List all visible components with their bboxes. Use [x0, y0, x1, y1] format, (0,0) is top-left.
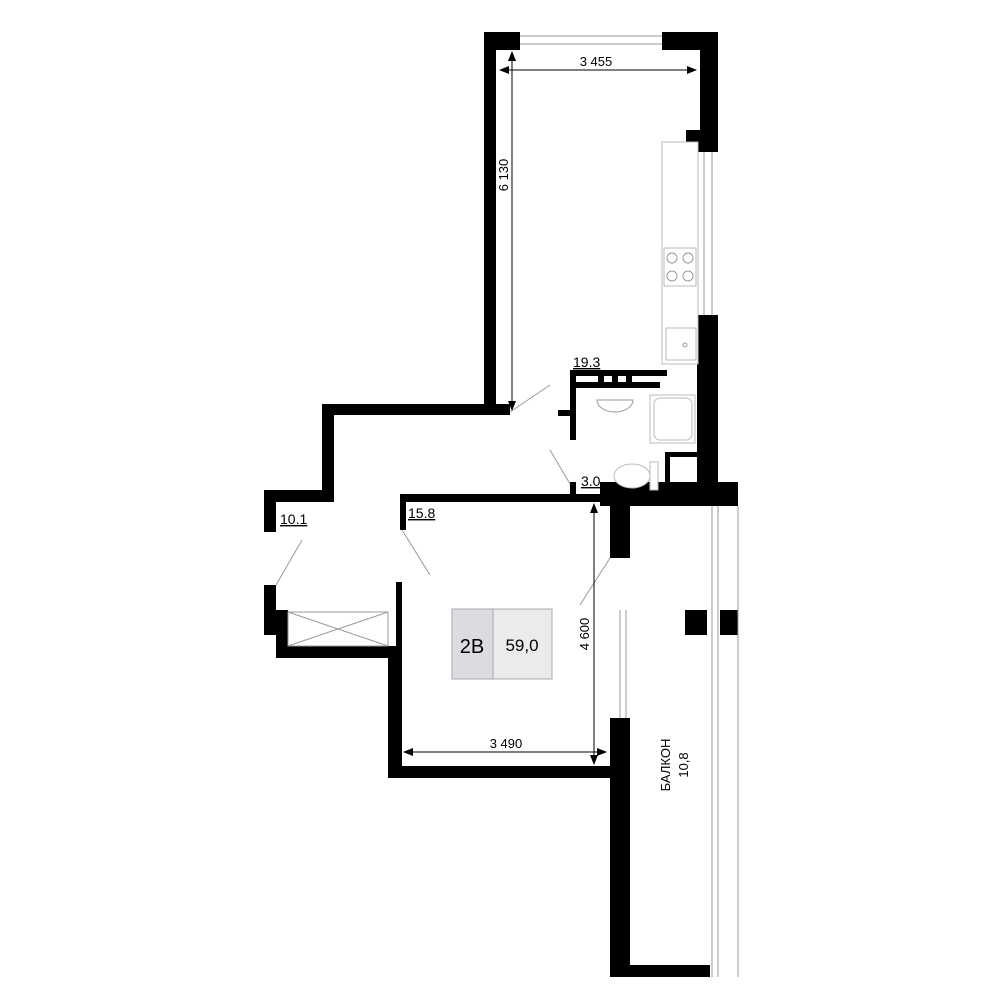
- dim-kitchen-length: 6 130: [496, 159, 511, 192]
- area-bathroom: 3.0: [581, 473, 601, 489]
- storage-closet: [287, 611, 389, 647]
- apartment-badge: 2B 59,0: [451, 608, 553, 680]
- dim-bedroom-width: 3 490: [490, 736, 523, 751]
- dim-kitchen-width: 3 455: [580, 54, 613, 69]
- bathroom-fixtures: [596, 394, 696, 491]
- apartment-total-area: 59,0: [505, 636, 538, 655]
- balcony-area: 10,8: [676, 752, 691, 777]
- kitchen-counter: [661, 141, 699, 365]
- balcony-label: БАЛКОН: [658, 739, 673, 792]
- doors: [275, 384, 611, 606]
- walls: [264, 32, 738, 977]
- windows: [520, 35, 739, 977]
- area-hallway: 10.1: [280, 511, 307, 527]
- area-kitchen: 19.3: [573, 354, 600, 370]
- dim-bedroom-length: 4 600: [577, 618, 592, 651]
- apartment-type: 2B: [460, 636, 484, 658]
- area-bedroom: 15.8: [408, 505, 435, 521]
